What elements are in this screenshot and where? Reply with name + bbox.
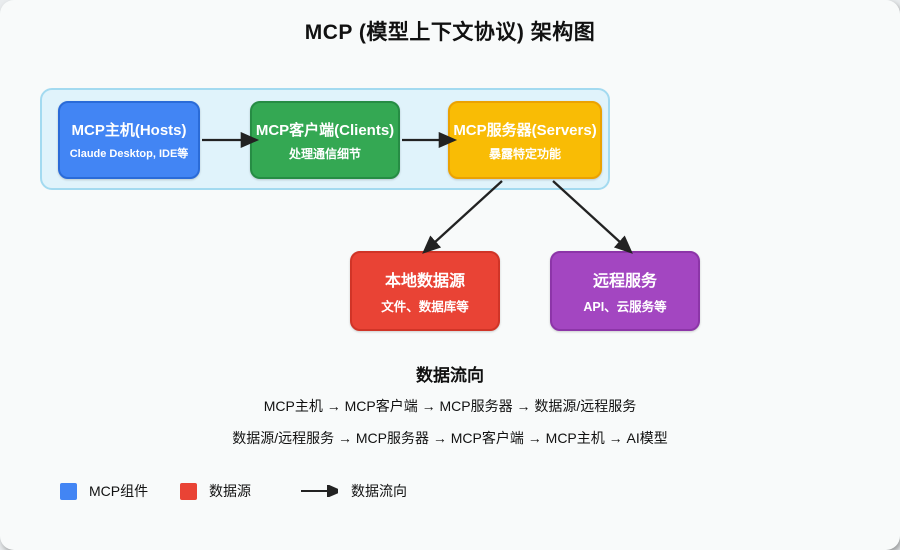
legend-item-mcp-component: MCP组件 (60, 481, 148, 501)
legend-item-data-source: 数据源 (180, 481, 251, 501)
data-flow-heading: 数据流向 (416, 366, 484, 385)
node-mcp-clients: MCP客户端(Clients) 处理通信细节 (250, 101, 400, 179)
node-mcp-hosts-title: MCP主机(Hosts) (71, 122, 187, 139)
node-remote-service: 远程服务 API、云服务等 (550, 251, 700, 331)
node-mcp-servers-subtitle: 暴露特定功能 (488, 146, 561, 161)
node-local-data-source: 本地数据源 文件、数据库等 (350, 251, 500, 331)
node-local-data-source-subtitle: 文件、数据库等 (381, 300, 469, 314)
node-mcp-servers: MCP服务器(Servers) 暴露特定功能 (448, 101, 602, 179)
node-mcp-clients-title: MCP客户端(Clients) (255, 121, 395, 139)
legend-item-data-flow: 数据流向 (300, 481, 407, 501)
legend-label-data-flow: 数据流向 (351, 483, 407, 499)
node-remote-service-title: 远程服务 (592, 273, 657, 290)
node-mcp-hosts-subtitle: Claude Desktop, IDE等 (69, 148, 189, 160)
legend-arrow-icon (301, 485, 338, 497)
node-local-data-source-title: 本地数据源 (384, 273, 465, 290)
legend-label-mcp-component: MCP组件 (89, 483, 149, 499)
legend-label-data-source: 数据源 (209, 483, 251, 499)
data-flow-line-backward: 数据源/远程服务 → MCP服务器 → MCP客户端 → MCP主机 → AI模… (232, 430, 668, 446)
legend-swatch-mcp-component (60, 482, 77, 500)
legend-swatch-data-source (180, 482, 197, 500)
node-remote-service-subtitle: API、云服务等 (583, 300, 667, 314)
node-mcp-servers-title: MCP服务器(Servers) (453, 121, 597, 139)
data-flow-line-forward: MCP主机 → MCP客户端 → MCP服务器 → 数据源/远程服务 (263, 398, 637, 414)
diagram-title: MCP (模型上下文协议) 架构图 (304, 21, 596, 44)
arrow-servers-to-local-icon (422, 180, 503, 254)
arrow-servers-to-remote-icon (552, 180, 633, 254)
node-mcp-hosts: MCP主机(Hosts) Claude Desktop, IDE等 (58, 101, 200, 179)
node-mcp-clients-subtitle: 处理通信细节 (288, 146, 361, 161)
